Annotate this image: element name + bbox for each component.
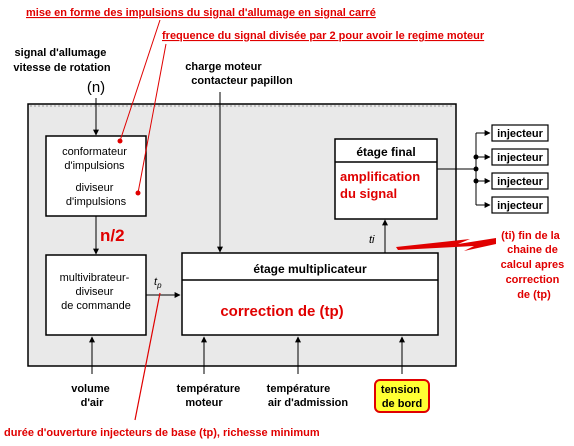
temp-air-label-2: air d'admission bbox=[268, 397, 349, 409]
diviseur-line2: d'impulsions bbox=[66, 196, 127, 208]
tension-highlight bbox=[374, 379, 430, 413]
injecteur-label-2: injecteur bbox=[497, 152, 544, 164]
injecteur-box-1 bbox=[491, 124, 549, 142]
ti-note-1: (ti) fin de la bbox=[501, 230, 561, 242]
temp-air-label-1: température bbox=[267, 383, 331, 395]
annotation-bottom: durée d'ouverture injecteurs de base (tp… bbox=[4, 427, 320, 439]
svg-text:conformateur d'impulsions: conformateur d'impulsions diviseur d'imp… bbox=[62, 146, 130, 208]
ti-note-4: correction bbox=[506, 274, 560, 286]
svg-text:charge moteur contacteur p: charge moteur contacteur papillon bbox=[185, 61, 293, 87]
injecteur-box-4 bbox=[491, 196, 549, 214]
svg-text:amplification du signal: amplification du signal bbox=[340, 169, 424, 201]
conformateur-line1: conformateur bbox=[62, 146, 127, 158]
signal-label-2: vitesse de rotation bbox=[13, 62, 110, 74]
svg-text:multivibrateur- diviseur: multivibrateur- diviseur de commande bbox=[60, 272, 133, 312]
signal-label-1: signal d'allumage bbox=[15, 47, 107, 59]
ti-note-2: chaine de bbox=[507, 244, 558, 256]
temp-moteur-label-1: température bbox=[177, 383, 241, 395]
volume-label-1: volume bbox=[71, 383, 110, 395]
svg-text:température air d'admissio: température air d'admission bbox=[267, 383, 349, 409]
pointer-dot-conformateur bbox=[117, 138, 123, 144]
amplification-line2: du signal bbox=[340, 186, 397, 201]
tension-label-2: de bord bbox=[382, 398, 422, 410]
multivibrateur-line2: diviseur bbox=[76, 286, 114, 298]
injecteur-label-4: injecteur bbox=[497, 200, 544, 212]
svg-text:tension de bord: tension de bord bbox=[381, 384, 423, 410]
multiplicateur-block bbox=[181, 252, 439, 336]
tp-label: tp bbox=[154, 276, 162, 290]
multiplicateur-title: étage multiplicateur bbox=[253, 262, 367, 276]
amplification-line1: amplification bbox=[340, 169, 420, 184]
charge-label-2: contacteur papillon bbox=[191, 75, 293, 87]
injecteur-label-3: injecteur bbox=[497, 176, 544, 188]
pointer-dot-diviseur bbox=[135, 190, 141, 196]
temp-moteur-label-2: moteur bbox=[185, 397, 223, 409]
multivibrateur-line3: de commande bbox=[61, 300, 131, 312]
svg-text:température moteur: température moteur bbox=[177, 383, 244, 409]
final-title: étage final bbox=[356, 145, 415, 159]
n-label: (n) bbox=[87, 79, 105, 96]
correction-label: correction de (tp) bbox=[220, 303, 343, 320]
n2-label: n/2 bbox=[100, 226, 125, 245]
annotation-top1: mise en forme des impulsions du signal d… bbox=[26, 7, 376, 19]
final-block bbox=[334, 138, 438, 220]
injecteur-box-3 bbox=[491, 172, 549, 190]
diviseur-line1: diviseur bbox=[76, 182, 114, 194]
injecteur-box-2 bbox=[491, 148, 549, 166]
ti-red-arrow bbox=[396, 238, 496, 251]
svg-text:volume d'air: volume d'air bbox=[71, 383, 113, 409]
annotation-top2: frequence du signal divisée par 2 pour a… bbox=[162, 30, 485, 42]
volume-label-2: d'air bbox=[81, 397, 105, 409]
ti-label: ti bbox=[369, 234, 375, 246]
multivibrateur-line1: multivibrateur- bbox=[60, 272, 130, 284]
injecteur-label-1: injecteur bbox=[497, 128, 544, 140]
svg-text:(ti) fin de la chaine de: (ti) fin de la chaine de calcul apres co… bbox=[501, 230, 568, 301]
svg-text:signal d'allumage vitesse: signal d'allumage vitesse de rotation bbox=[13, 47, 110, 74]
ti-note-3: calcul apres bbox=[501, 259, 565, 271]
charge-label-1: charge moteur bbox=[185, 61, 262, 73]
tension-label-1: tension bbox=[381, 384, 420, 396]
conformateur-line2: d'impulsions bbox=[64, 160, 125, 172]
ti-note-5: de (tp) bbox=[517, 289, 551, 301]
